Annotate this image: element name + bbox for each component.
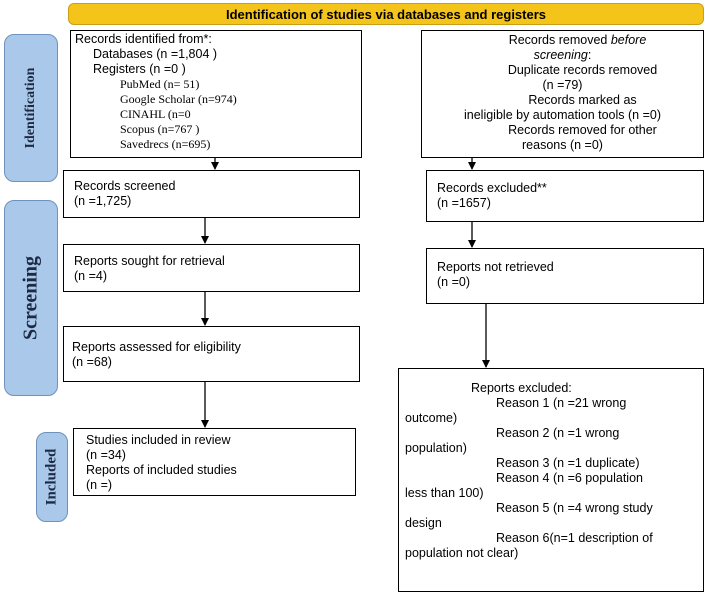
screened-count: (n =1,725) [74,194,132,208]
reason-1a: Reason 1 (n =21 wrong [496,396,627,410]
removed-line6: ineligible by automation tools (n =0) [464,108,661,122]
identified-databases: Databases (n =1,804 ) [93,47,218,61]
identified-scopus: Scopus (n=767 ) [120,122,200,136]
removed-line1b: before [610,33,647,47]
reason-4b: less than 100) [405,486,484,500]
phase-identification: Identification [4,34,58,182]
studies-included-box: Studies included in review (n =34) Repor… [73,428,356,496]
reports-assessed-box: Reports assessed for eligibility (n =68) [63,326,360,382]
reason-2a: Reason 2 (n =1 wrong [496,426,620,440]
removed-line3: Duplicate records removed [507,63,658,77]
records-excluded-box: Records excluded** (n =1657) [426,170,704,222]
reports-excluded-heading: Reports excluded: [471,381,572,395]
removed-line2: screening [533,48,588,62]
records-screened-box: Records screened (n =1,725) [63,170,360,218]
reports-excluded-box: Reports excluded: Reason 1 (n =21 wrong … [398,368,704,592]
not-retrieved-count: (n =0) [437,275,471,289]
not-retrieved-label: Reports not retrieved [437,260,554,274]
reason-2b: population) [405,441,467,455]
sought-label: Reports sought for retrieval [74,254,225,268]
banner-title: Identification of studies via databases … [225,6,547,22]
reason-3: Reason 3 (n =1 duplicate) [496,456,640,470]
assessed-count: (n =68) [72,355,112,369]
sought-count: (n =4) [74,269,108,283]
reports-not-retrieved-box: Reports not retrieved (n =0) [426,248,704,304]
excluded-count: (n =1657) [437,196,491,210]
included-count2: (n =) [86,478,113,492]
screened-label: Records screened [74,179,176,193]
identified-cinahl: CINAHL (n=0 [120,107,191,121]
removed-line8: reasons (n =0) [522,138,603,152]
reason-6a: Reason 6(n=1 description of [496,531,653,545]
phase-included: Included [36,432,68,522]
removed-line2b: : [587,48,592,62]
excluded-label: Records excluded** [437,181,547,195]
phase-screening: Screening [4,200,58,396]
reason-1b: outcome) [405,411,458,425]
identification-banner: Identification of studies via databases … [68,3,704,25]
reports-sought-box: Reports sought for retrieval (n =4) [63,244,360,292]
identified-pubmed: PubMed (n= 51) [120,77,200,91]
reason-6b: population not clear) [405,546,519,560]
included-label2: Reports of included studies [86,463,237,477]
reason-4a: Reason 4 (n =6 population [496,471,643,485]
identified-registers: Registers (n =0 ) [93,62,186,76]
removed-line5: Records marked as [528,93,637,107]
reason-5a: Reason 5 (n =4 wrong study [496,501,653,515]
removed-line7: Records removed for other [508,123,657,137]
included-count1: (n =34) [86,448,126,462]
included-label1: Studies included in review [86,433,231,447]
assessed-label: Reports assessed for eligibility [72,340,241,354]
identified-savedrecs: Savedrecs (n=695) [120,137,211,151]
removed-line1a: Records removed [508,33,611,47]
identified-heading: Records identified from*: [75,32,212,46]
records-removed-box: Records removed before screening: Duplic… [421,30,704,158]
records-identified-box: Records identified from*: Databases (n =… [70,30,362,158]
identified-scholar: Google Scholar (n=974) [120,92,237,106]
removed-line4: (n =79) [542,78,583,92]
reason-5b: design [405,516,442,530]
